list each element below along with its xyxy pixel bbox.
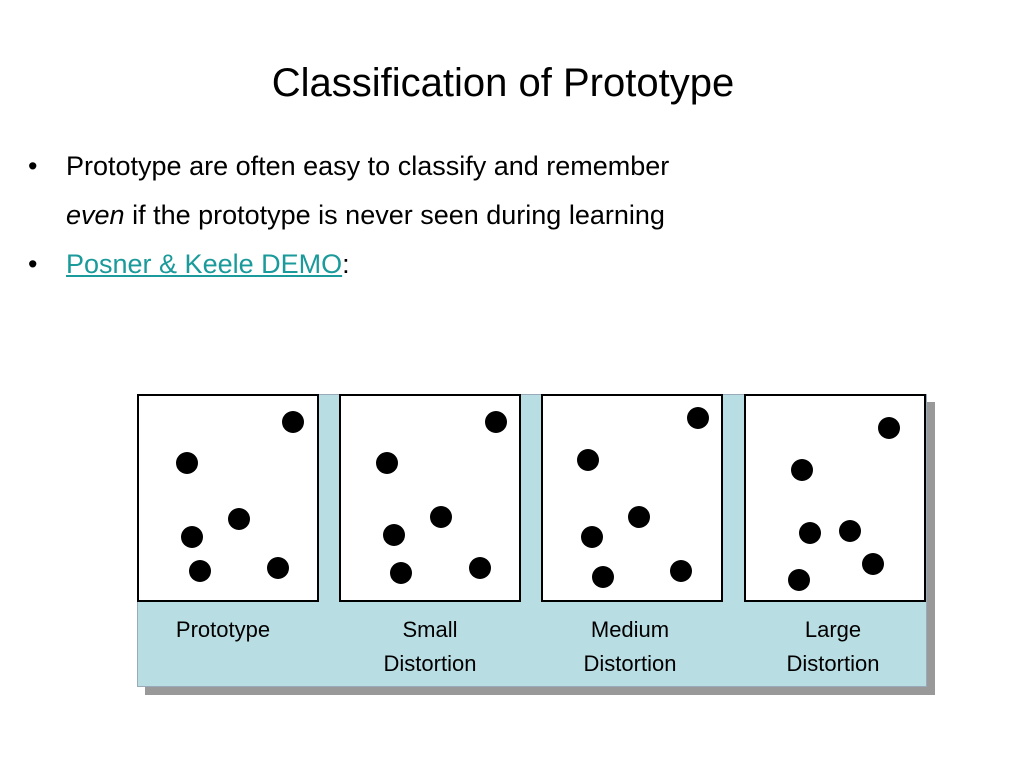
- bullet-text-line1: Prototype are often easy to classify and…: [66, 151, 670, 181]
- caption-prototype: Prototype: [128, 613, 318, 647]
- dot-pattern-large: [788, 417, 900, 591]
- caption-line: Medium: [590, 617, 670, 642]
- pattern-dot: [839, 520, 861, 542]
- bullet-marker: •: [28, 249, 38, 279]
- pattern-dot: [592, 566, 614, 588]
- caption-line: Distortion: [786, 651, 880, 676]
- bullet-marker: •: [28, 151, 38, 181]
- pattern-dot: [189, 560, 211, 582]
- caption-small-distortion: Small Distortion: [335, 613, 525, 681]
- pattern-dot: [862, 553, 884, 575]
- panel-prototype: [137, 394, 319, 602]
- dot-pattern-medium: [577, 407, 709, 588]
- caption-line: Distortion: [383, 651, 477, 676]
- dot-pattern-small: [376, 411, 507, 584]
- caption-large-distortion: Large Distortion: [738, 613, 928, 681]
- demo-link[interactable]: Posner & Keele DEMO: [66, 249, 343, 279]
- pattern-dot: [383, 524, 405, 546]
- pattern-dot: [390, 562, 412, 584]
- pattern-dot: [485, 411, 507, 433]
- bullet-item-demo: • Posner & Keele DEMO:: [28, 240, 928, 289]
- slide-title: Classification of Prototype: [271, 61, 735, 105]
- pattern-dot: [267, 557, 289, 579]
- pattern-dot: [878, 417, 900, 439]
- pattern-dot: [430, 506, 452, 528]
- pattern-dot: [788, 569, 810, 591]
- pattern-dot: [176, 452, 198, 474]
- caption-line: Large: [804, 617, 862, 642]
- caption-line: Small: [402, 617, 458, 642]
- caption-line: Prototype: [175, 617, 271, 642]
- distortion-figure: Prototype Small Distortion Medium Distor…: [137, 394, 935, 695]
- pattern-dot: [228, 508, 250, 530]
- panel-small-distortion: [339, 394, 521, 602]
- bullet-list: • Prototype are often easy to classify a…: [28, 142, 928, 289]
- pattern-dot: [791, 459, 813, 481]
- bullet-text-emphasis: even: [66, 200, 125, 230]
- demo-link-suffix: :: [342, 249, 350, 279]
- panel-large-distortion: [744, 394, 926, 602]
- pattern-dot: [670, 560, 692, 582]
- pattern-dot: [687, 407, 709, 429]
- pattern-dot: [469, 557, 491, 579]
- pattern-dot: [282, 411, 304, 433]
- caption-medium-distortion: Medium Distortion: [535, 613, 725, 681]
- bullet-item-prototype: • Prototype are often easy to classify a…: [28, 142, 928, 240]
- pattern-dot: [628, 506, 650, 528]
- pattern-dot: [799, 522, 821, 544]
- panel-medium-distortion: [541, 394, 723, 602]
- bullet-text-line2: if the prototype is never seen during le…: [124, 200, 665, 230]
- dot-pattern-prototype: [176, 411, 304, 582]
- caption-line: Distortion: [583, 651, 677, 676]
- figure-background: Prototype Small Distortion Medium Distor…: [137, 394, 927, 687]
- pattern-dot: [577, 449, 599, 471]
- pattern-dot: [376, 452, 398, 474]
- pattern-dot: [181, 526, 203, 548]
- pattern-dot: [581, 526, 603, 548]
